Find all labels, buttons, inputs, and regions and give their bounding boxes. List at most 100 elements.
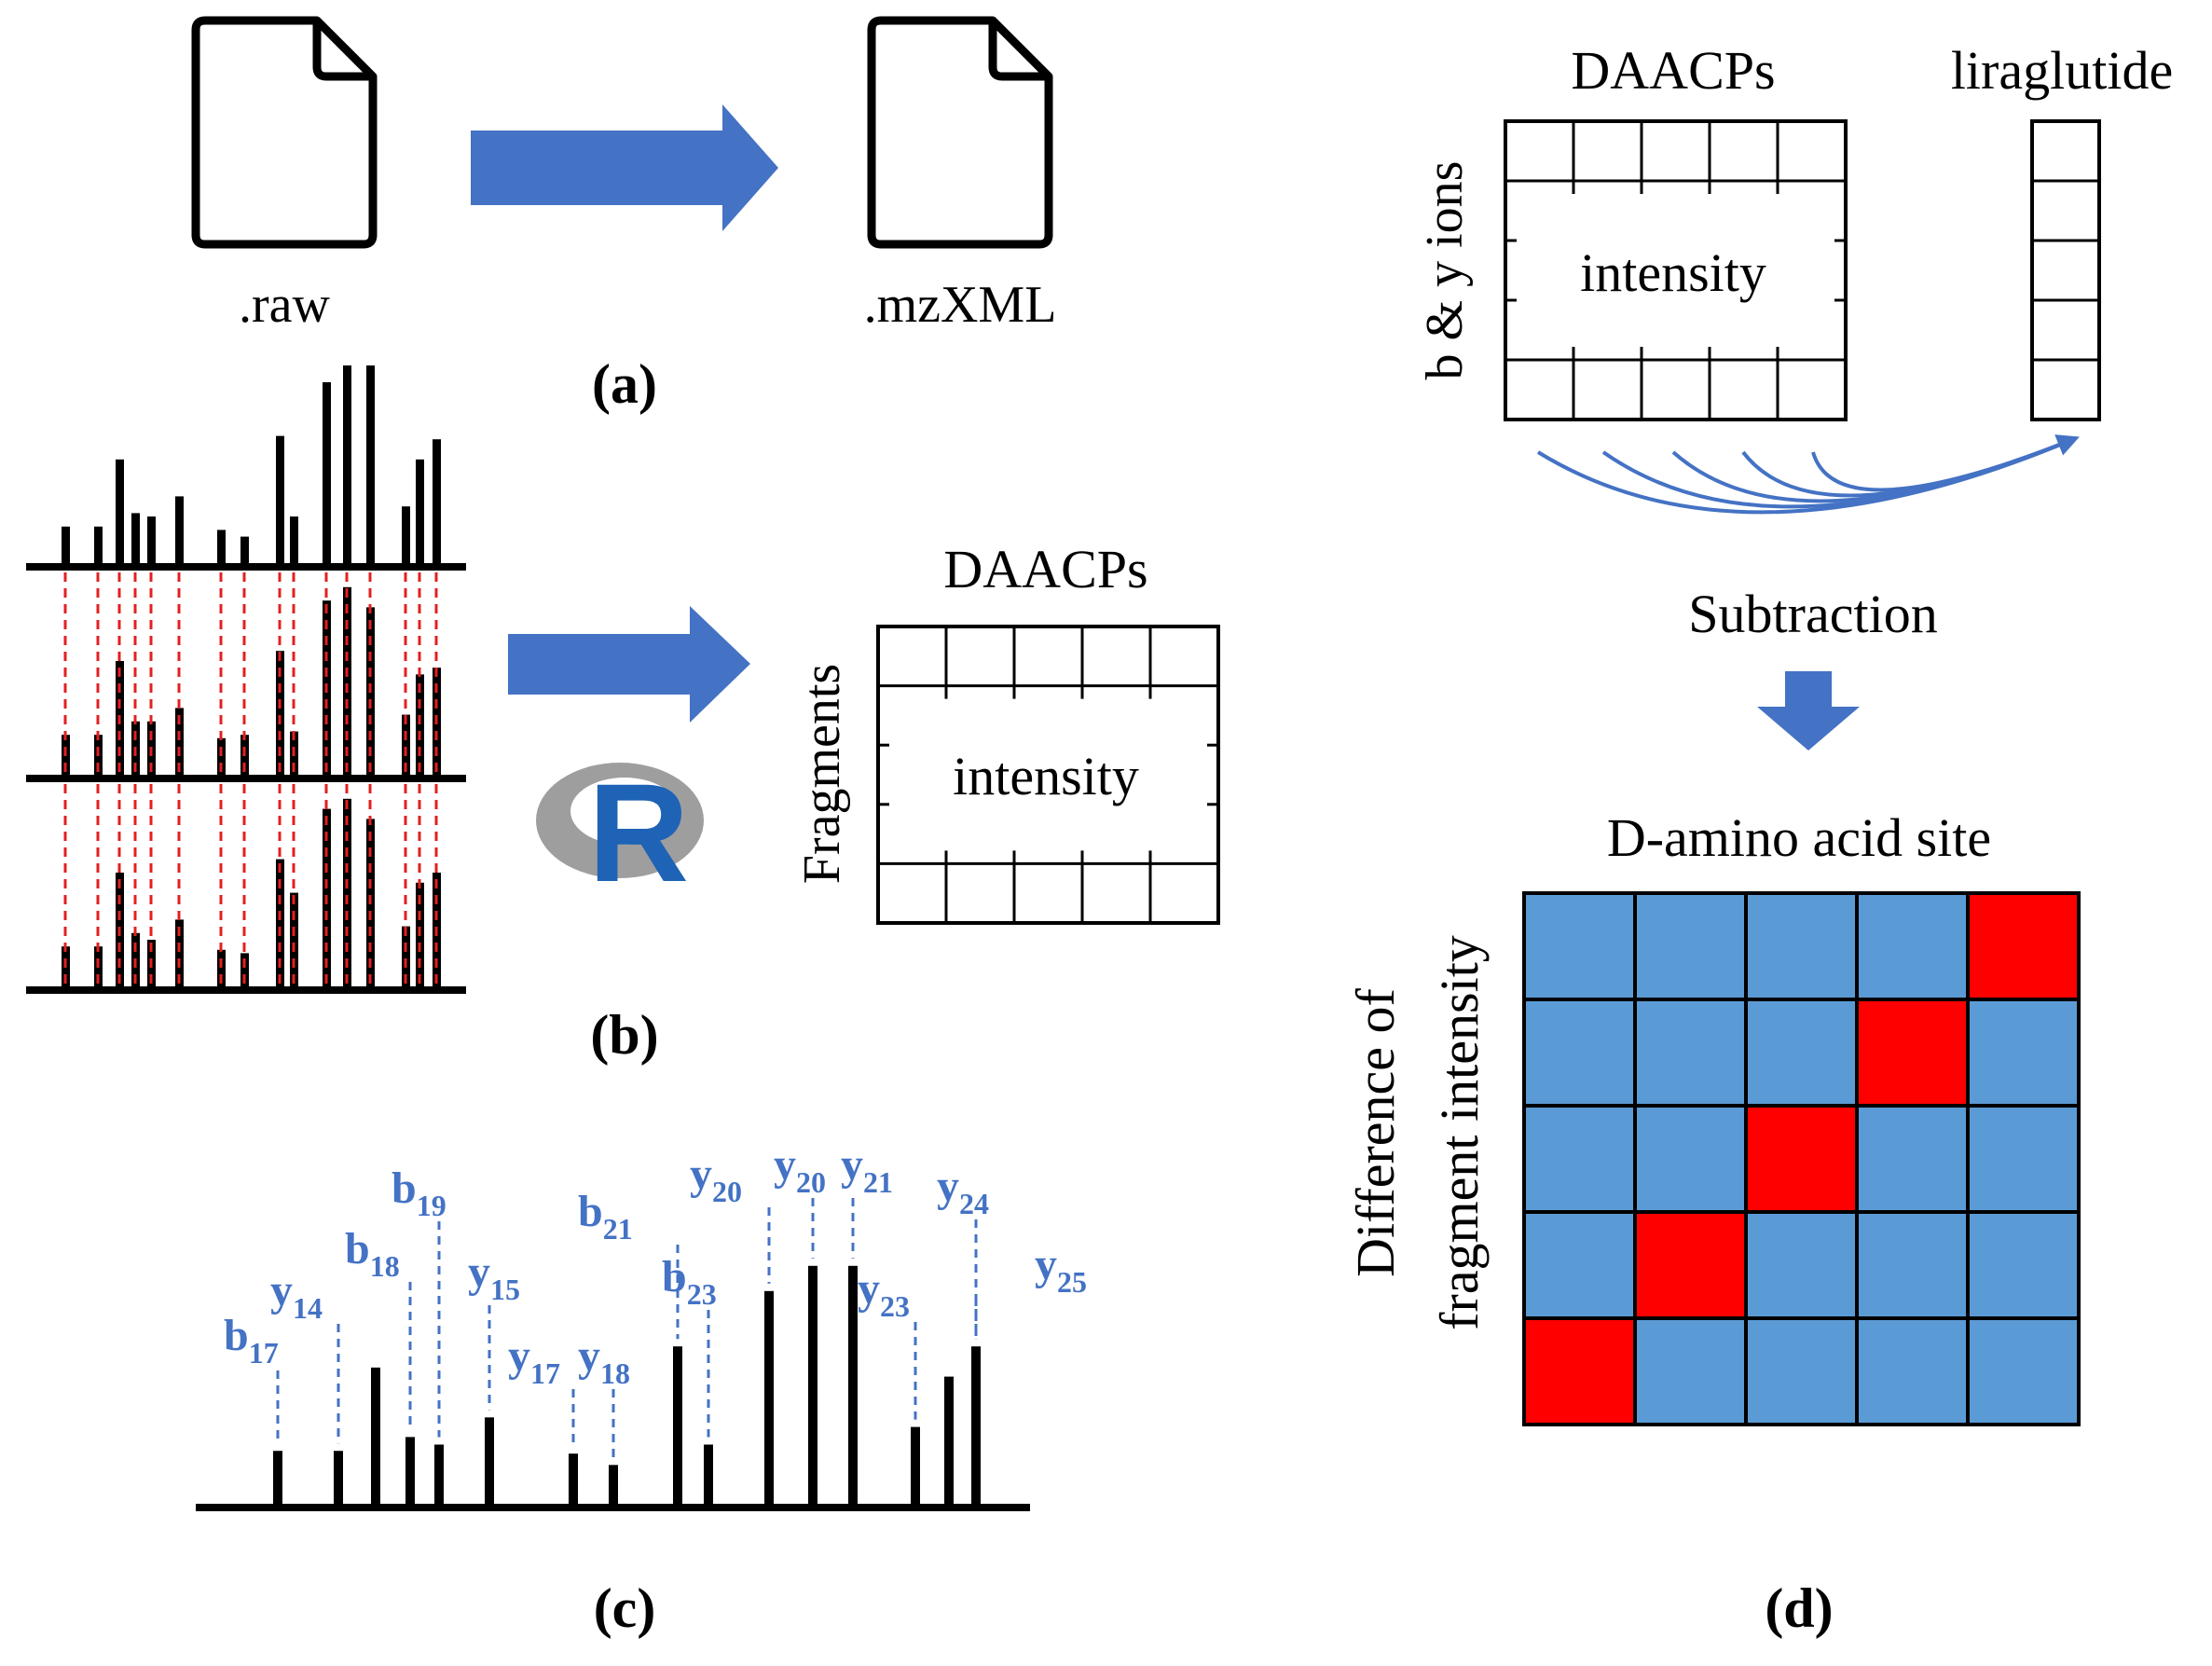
ion-label: y14 <box>270 1266 323 1325</box>
spectrum-peak <box>343 365 351 567</box>
spectrum-peak <box>416 459 424 567</box>
heatmap-cell <box>1522 891 1637 1001</box>
spectrum-peak <box>290 516 298 567</box>
r-language-logo-icon: R <box>536 754 704 911</box>
spectrum-peak <box>94 946 103 990</box>
ion-label: y21 <box>841 1140 893 1199</box>
r-logo-letter: R <box>588 754 689 911</box>
spectrum-peak <box>704 1444 713 1508</box>
matrix-border <box>1504 119 1848 421</box>
ion-label: y17 <box>508 1331 560 1390</box>
b-y-ions-intensity-matrix <box>1504 119 1848 421</box>
mzxml-file-document-icon <box>867 16 1053 249</box>
ion-label: y15 <box>468 1247 520 1306</box>
heatmap-ylabel-line2: fragment intensity <box>1429 935 1490 1330</box>
heatmap-cell <box>1966 1104 2081 1214</box>
ion-label: b21 <box>578 1187 633 1246</box>
stacked-spectra <box>26 365 466 994</box>
spectrum-peak <box>366 365 375 567</box>
spectrum-peak <box>290 892 298 990</box>
spectrum-peak <box>343 798 351 990</box>
heatmap-cell <box>1633 891 1748 1001</box>
subtraction-arrows <box>1536 434 2080 515</box>
panel-b-matrix-title: DAACPs <box>943 539 1147 599</box>
ion-label: b19 <box>392 1163 447 1222</box>
spectrum-peak <box>276 859 284 990</box>
heatmap-cell <box>1633 1104 1748 1214</box>
spectrum-peak <box>240 735 249 778</box>
mzxml-file-label: .mzXML <box>864 276 1057 334</box>
spectrum-peak <box>371 1367 380 1508</box>
heatmap-cell <box>1522 1104 1637 1214</box>
spectrum-peak <box>402 506 410 567</box>
heatmap-cell <box>1855 891 1970 1001</box>
spectrum-peak <box>217 737 226 778</box>
heatmap-cell <box>1966 1210 2081 1320</box>
spectrum-peak <box>217 949 226 990</box>
panel-c-label: (c) <box>594 1577 656 1639</box>
heatmap-cell <box>1633 998 1748 1108</box>
panel-d-row-label: b & y ions <box>1416 161 1474 380</box>
spectrum-peak <box>217 530 226 567</box>
subtraction-arc <box>1811 434 2080 492</box>
heatmap-cell <box>1855 1210 1970 1320</box>
spectrum-peak <box>175 708 184 778</box>
ion-label: b18 <box>345 1224 400 1283</box>
spectrum-peak <box>240 953 249 990</box>
raw-file-document-icon <box>191 16 378 249</box>
spectrum-peak <box>402 926 410 990</box>
heatmap-cell-highlight <box>1855 998 1970 1108</box>
spectrum-peak <box>276 651 284 778</box>
spectrum-peak <box>405 1437 415 1508</box>
spectrum-peak <box>62 735 70 778</box>
panel-b-row-label: Fragments <box>793 664 851 884</box>
fragments-intensity-matrix <box>876 625 1220 925</box>
spectrum-peak <box>971 1346 981 1508</box>
spectrum-peak <box>240 536 249 567</box>
heatmap-cell <box>1633 1316 1748 1426</box>
heatmap-cell-highlight <box>1633 1210 1748 1320</box>
panel-d-matrix-center: intensity <box>1580 242 1766 303</box>
heatmap-cell <box>1966 998 2081 1108</box>
heatmap-ylabel-line1: Difference of <box>1345 987 1406 1276</box>
spectrum-peak <box>175 919 184 990</box>
subtraction-arc <box>1671 438 2072 503</box>
spectrum-peak <box>323 382 331 567</box>
heatmap-title: D-amino acid site <box>1607 807 1991 868</box>
heatmap-cell <box>1744 998 1859 1108</box>
spectrum-peak <box>116 459 124 567</box>
ion-label: y25 <box>1035 1240 1087 1299</box>
spectrum-peak <box>273 1451 282 1508</box>
heatmap-cell <box>1744 1210 1859 1320</box>
spectrum-peak <box>276 435 284 567</box>
heatmap-cell-highlight <box>1744 1104 1859 1214</box>
ion-label: y23 <box>858 1264 910 1323</box>
right-arrow-icon <box>508 606 750 723</box>
raw-file-label: .raw <box>239 276 331 334</box>
spectrum-peak <box>343 586 351 778</box>
spectrum-peak <box>366 819 375 990</box>
spectrum-peak <box>131 513 140 567</box>
spectrum-peak <box>334 1451 343 1508</box>
spectrum-peak <box>609 1465 618 1508</box>
ion-label: y18 <box>578 1331 630 1390</box>
heatmap-cell <box>1855 1104 1970 1214</box>
heatmap-cell-highlight <box>1522 1316 1637 1426</box>
heatmap-cell <box>1855 1316 1970 1426</box>
panel-d-right-matrix-title: liraglutide <box>1951 40 2173 101</box>
spectrum-peak <box>911 1426 920 1508</box>
spectrum-peak <box>808 1265 817 1508</box>
spectrum-peak <box>416 882 424 990</box>
heatmap-cell <box>1744 1316 1859 1426</box>
ion-label: y20 <box>690 1150 742 1208</box>
heatmap-cell-highlight <box>1966 891 2081 1001</box>
spectrum-peak <box>175 496 184 567</box>
spectrum-peak <box>62 526 70 567</box>
down-arrow-icon <box>1757 671 1860 750</box>
heatmap-cell <box>1522 998 1637 1108</box>
panel-b: R DAACPs Fragments intensity (b) <box>26 365 1220 1066</box>
ion-label: b23 <box>662 1252 717 1311</box>
spectrum-peak <box>485 1417 494 1508</box>
